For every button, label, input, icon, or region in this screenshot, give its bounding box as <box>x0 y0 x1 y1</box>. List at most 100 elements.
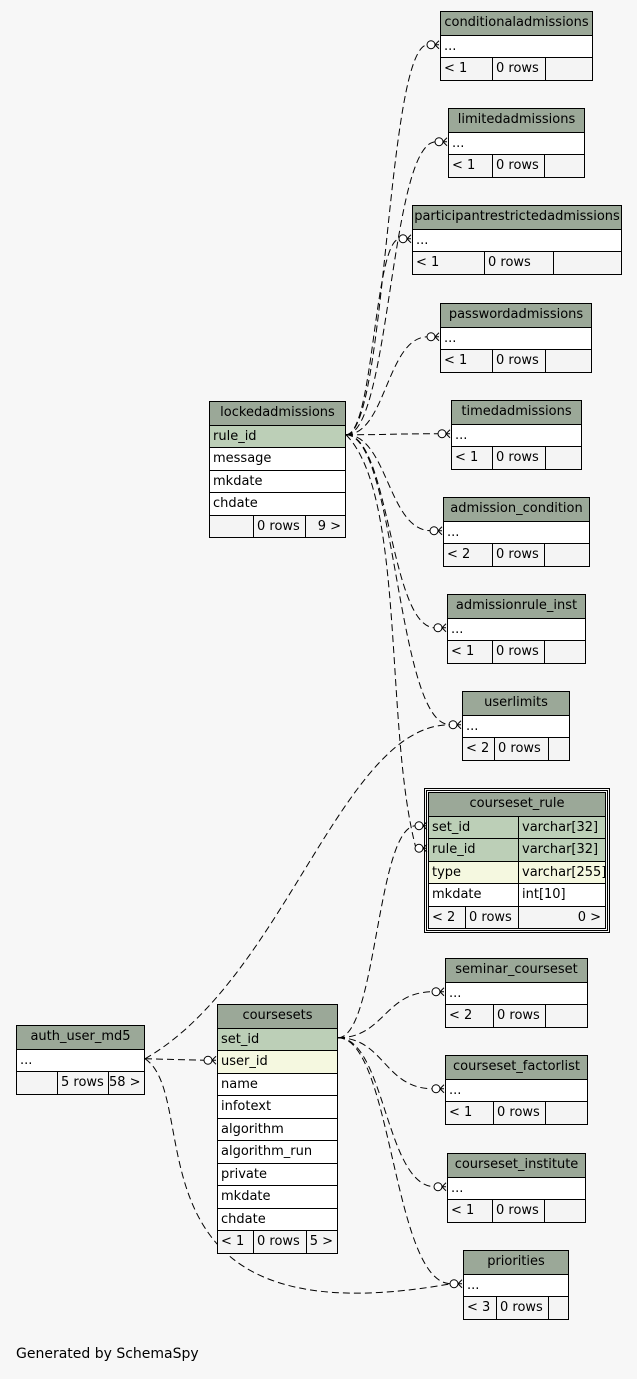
column-row[interactable]: chdate <box>218 1207 337 1231</box>
column-row[interactable]: algorithm_run <box>218 1140 337 1163</box>
column-row[interactable]: ... <box>441 326 591 350</box>
column-row[interactable]: private <box>218 1162 337 1186</box>
column-row[interactable]: name <box>218 1072 337 1096</box>
table-name[interactable]: auth_user_md5 <box>17 1026 144 1049</box>
column-row[interactable]: ... <box>441 34 592 58</box>
column-row[interactable]: ... <box>448 1176 585 1200</box>
column-row[interactable]: ... <box>444 520 589 544</box>
column-name: set_id <box>432 819 471 835</box>
stat-parents: < 1 <box>451 1203 475 1218</box>
column-row[interactable]: user_id <box>218 1050 337 1073</box>
column-row[interactable]: ... <box>452 423 581 447</box>
table-name[interactable]: coursesets <box>218 1005 337 1028</box>
column-name: ... <box>444 38 457 54</box>
table-name[interactable]: seminar_courseset <box>446 959 587 982</box>
column-row[interactable]: ... <box>463 714 569 738</box>
column-name: name <box>221 1076 258 1092</box>
table-name[interactable]: userlimits <box>463 692 569 715</box>
table-name[interactable]: courseset_rule <box>429 793 605 816</box>
column-name: rule_id <box>432 842 476 857</box>
column-name: algorithm_run <box>221 1144 313 1159</box>
stat-children <box>545 447 581 469</box>
stat-rows: 0 rows <box>492 155 544 177</box>
column-row[interactable]: algorithm <box>218 1117 337 1141</box>
column-name: mkdate <box>221 1189 271 1204</box>
column-name: rule_id <box>213 428 257 444</box>
column-row[interactable]: ... <box>449 131 584 155</box>
column-name: ... <box>447 524 460 540</box>
column-row[interactable]: infotext <box>218 1095 337 1118</box>
stat-rows: 0 rows <box>492 641 544 663</box>
column-row[interactable]: ... <box>464 1273 568 1297</box>
column-row[interactable]: chdate <box>210 492 345 515</box>
column-row[interactable]: ... <box>448 617 585 641</box>
stat-rows: 0 rows <box>465 906 518 928</box>
stat-children <box>548 1297 568 1319</box>
stat-rows: 0 rows <box>492 350 545 372</box>
stat-children <box>544 641 585 663</box>
column-row[interactable]: mkdate <box>210 469 345 493</box>
column-row[interactable]: ... <box>413 228 621 252</box>
column-row[interactable]: rule_id <box>210 424 345 447</box>
column-row[interactable]: mkdate <box>218 1185 337 1208</box>
table-name[interactable]: courseset_factorlist <box>446 1056 587 1079</box>
stat-children: 5 > <box>306 1231 337 1253</box>
column-name: ... <box>451 1180 464 1196</box>
stat-children: 9 > <box>305 515 345 537</box>
table-name[interactable]: priorities <box>464 1251 568 1274</box>
table-name[interactable]: participantrestrictedadmissions <box>413 206 621 229</box>
column-type: varchar[32] <box>518 839 605 861</box>
column-row[interactable]: rule_id varchar[32] <box>429 838 605 861</box>
column-row[interactable]: ... <box>446 1078 587 1102</box>
column-name: set_id <box>221 1031 260 1047</box>
stat-parents: < 2 <box>447 547 471 562</box>
table-name[interactable]: courseset_institute <box>448 1154 585 1177</box>
table-name[interactable]: admission_condition <box>444 498 589 521</box>
column-name: private <box>221 1166 267 1182</box>
column-name: user_id <box>221 1054 268 1069</box>
column-name: algorithm <box>221 1121 284 1137</box>
table-name[interactable]: timedadmissions <box>452 401 581 424</box>
table-name[interactable]: admissionrule_inst <box>448 595 585 618</box>
stat-children <box>545 1102 587 1124</box>
column-row[interactable]: message <box>210 447 345 470</box>
column-name: ... <box>467 1277 480 1293</box>
table-name[interactable]: limitedadmissions <box>449 109 584 132</box>
column-name: message <box>213 451 272 466</box>
column-row[interactable]: ... <box>17 1048 144 1072</box>
table-name[interactable]: lockedadmissions <box>210 402 345 425</box>
table-name[interactable]: passwordadmissions <box>441 304 591 327</box>
column-row[interactable]: set_id <box>218 1027 337 1050</box>
column-row[interactable]: ... <box>446 981 587 1005</box>
stat-rows: 5 rows <box>57 1072 108 1094</box>
table-name[interactable]: conditionaladmissions <box>441 12 592 35</box>
